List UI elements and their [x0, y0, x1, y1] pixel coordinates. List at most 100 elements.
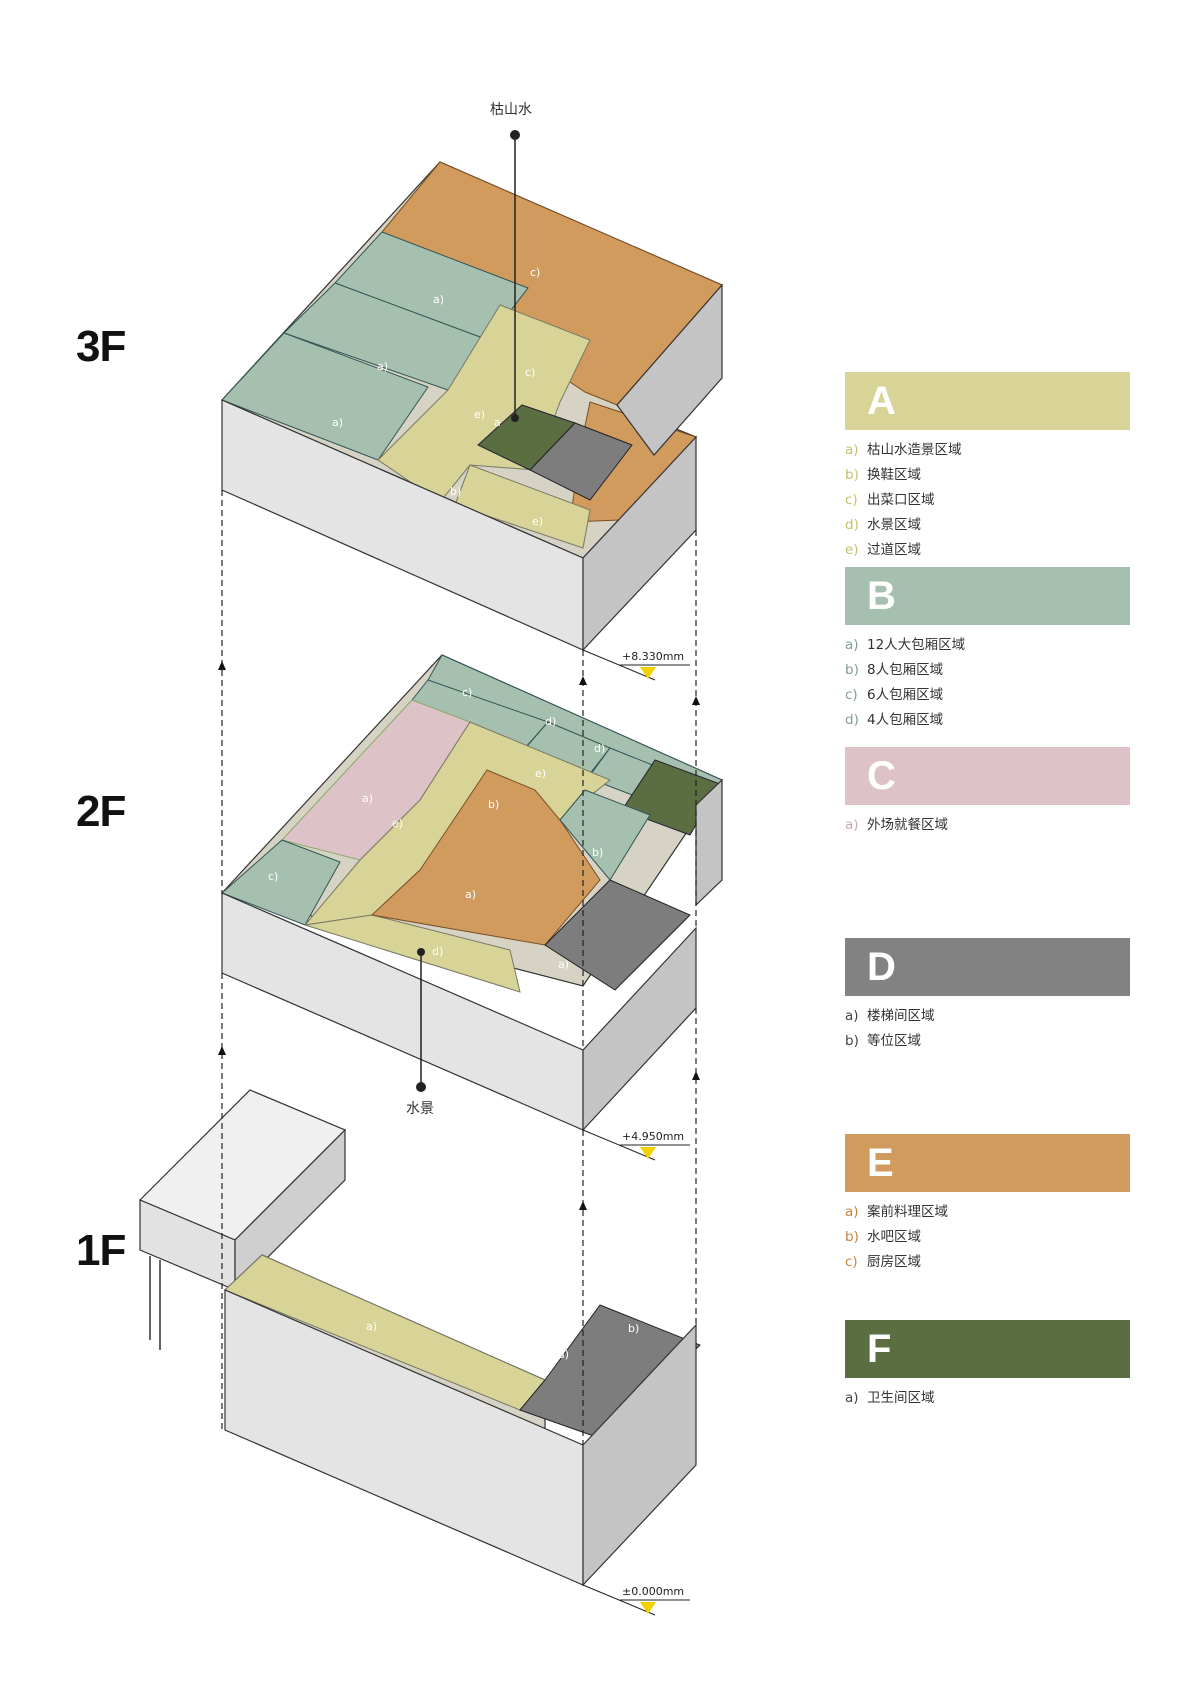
callout-mid-label: 水景 — [406, 1101, 434, 1117]
elevation-triangle — [640, 667, 656, 679]
legend-item-text: 12人大包厢区域 — [867, 637, 966, 653]
zone-mark: a) — [558, 958, 569, 971]
alignment-arrows — [218, 661, 700, 1210]
zone-marks-2f: c) d) d) c) a) e) b) a) b) d) e) a) — [268, 686, 605, 971]
legend-item: a) 枯山水造景区域 — [845, 438, 1130, 463]
legend-item: c) 6人包厢区域 — [845, 683, 1130, 708]
zone-mark: e) — [535, 767, 546, 780]
legend-item-text: 出菜口区域 — [867, 492, 935, 508]
legend-letter: B — [867, 573, 896, 618]
zone-mark: a — [494, 416, 501, 429]
zone-2f-d-stair — [544, 879, 691, 991]
legend-item-marker: b) — [845, 1229, 859, 1245]
legend-item: a)楼梯间区域 — [845, 1004, 1130, 1029]
zone-mark: b) — [628, 1322, 639, 1335]
zone-3f-a-strip — [454, 464, 591, 549]
zone-mark: a) — [366, 1320, 377, 1333]
legend-item-text: 枯山水造景区域 — [867, 442, 962, 458]
legend-item: b)水吧区域 — [845, 1225, 1130, 1250]
zone-mark: a) — [433, 293, 444, 306]
zone-mark: a) — [558, 1348, 569, 1361]
legend-item: d) 4人包厢区域 — [845, 708, 1130, 733]
legend-item: b)等位区域 — [845, 1029, 1130, 1054]
legend-item-marker: c) — [845, 687, 858, 703]
callout-mid-dot — [416, 1082, 426, 1092]
zone-2f-e-center — [370, 769, 601, 946]
zone-marks-1f: a) a) b) — [366, 1320, 639, 1361]
legend-item-list: a) 枯山水造景区域 b)换鞋区域 c) 出菜口区域 d)水景区域 e) 过道区域 — [845, 438, 1130, 563]
legend-letter: C — [867, 753, 896, 798]
legend-letter: F — [867, 1326, 892, 1371]
floor-3f-wall-notch — [616, 283, 723, 456]
legend-item: b)换鞋区域 — [845, 463, 1130, 488]
zone-mark: c) — [462, 686, 472, 699]
zone-mark: b) — [592, 846, 603, 859]
zone-mark: c) — [530, 266, 540, 279]
legend-item: a) 外场就餐区域 — [845, 813, 1130, 838]
legend-letter: D — [867, 944, 896, 989]
zone-mark: a) — [377, 360, 388, 373]
elevation-marker-2f: +4.950mm — [582, 1129, 690, 1161]
floor-label-3f: 3F — [76, 322, 126, 371]
legend-item-text: 4人包厢区域 — [867, 712, 944, 728]
legend-item-marker: a) — [845, 637, 859, 653]
callout-mid: 水景 — [406, 948, 434, 1117]
zone-mark: c) — [268, 870, 278, 883]
floor-1f-model — [138, 1089, 701, 1587]
legend-item-text: 6人包厢区域 — [867, 687, 944, 703]
legend-item-marker: a) — [845, 442, 859, 458]
legend-item-text: 案前料理区域 — [867, 1204, 948, 1220]
zone-2f-a-water — [304, 914, 521, 993]
legend-item-text: 8人包厢区域 — [867, 662, 944, 678]
legend-item: d)水景区域 — [845, 513, 1130, 538]
zone-mark: c) — [525, 366, 535, 379]
legend-item-list: a) 外场就餐区域 — [845, 813, 1130, 838]
legend-item: e) 过道区域 — [845, 538, 1130, 563]
zone-mark: a) — [332, 416, 343, 429]
legend-item: c) 出菜口区域 — [845, 488, 1130, 513]
floor-label-2f: 2F — [76, 787, 126, 836]
zone-mark: e) — [392, 817, 403, 830]
legend-item-text: 水景区域 — [867, 517, 921, 533]
legend-item-marker: b) — [845, 1033, 859, 1049]
callout-top-label: 枯山水 — [490, 102, 532, 118]
legend-item: a) 案前料理区域 — [845, 1200, 1130, 1225]
legend-item-text: 过道区域 — [867, 542, 921, 558]
zone-mark: d) — [432, 945, 443, 958]
floor-3f-model — [220, 161, 723, 652]
alignment-lines — [221, 490, 697, 1445]
legend-color-bar: A — [845, 372, 1130, 430]
legend-item-text: 外场就餐区域 — [867, 817, 948, 833]
legend-item-marker: a) — [845, 1204, 859, 1220]
legend-item-marker: b) — [845, 662, 859, 678]
zone-mark: e) — [532, 515, 543, 528]
zone-mark: a) — [465, 888, 476, 901]
legend-color-bar: D — [845, 938, 1130, 996]
elevation-label-1f: ±0.000mm — [622, 1585, 684, 1598]
canopy-side — [234, 1128, 346, 1292]
legend-item-list: a)卫生间区域 — [845, 1386, 1130, 1411]
zone-mark: e) — [474, 408, 485, 421]
legend-item-marker: b) — [845, 467, 859, 483]
legend-item-marker: a) — [845, 817, 859, 833]
zone-3f-d-stair — [529, 422, 633, 501]
floor-label-1f: 1F — [76, 1226, 126, 1275]
legend-item-marker: a) — [845, 1390, 859, 1406]
zone-mark: d) — [545, 715, 556, 728]
legend-item-marker: d) — [845, 712, 859, 728]
legend-item-marker: e) — [845, 542, 859, 558]
zone-1f-d-stair — [519, 1304, 701, 1441]
zone-mark: a) — [362, 792, 373, 805]
legend-item-marker: c) — [845, 492, 858, 508]
legend-item: b) 8人包厢区域 — [845, 658, 1130, 683]
legend-item-marker: a) — [845, 1008, 859, 1024]
floor-2f-model — [220, 654, 723, 1132]
zone-mark: b) — [488, 798, 499, 811]
legend-color-bar: F — [845, 1320, 1130, 1378]
